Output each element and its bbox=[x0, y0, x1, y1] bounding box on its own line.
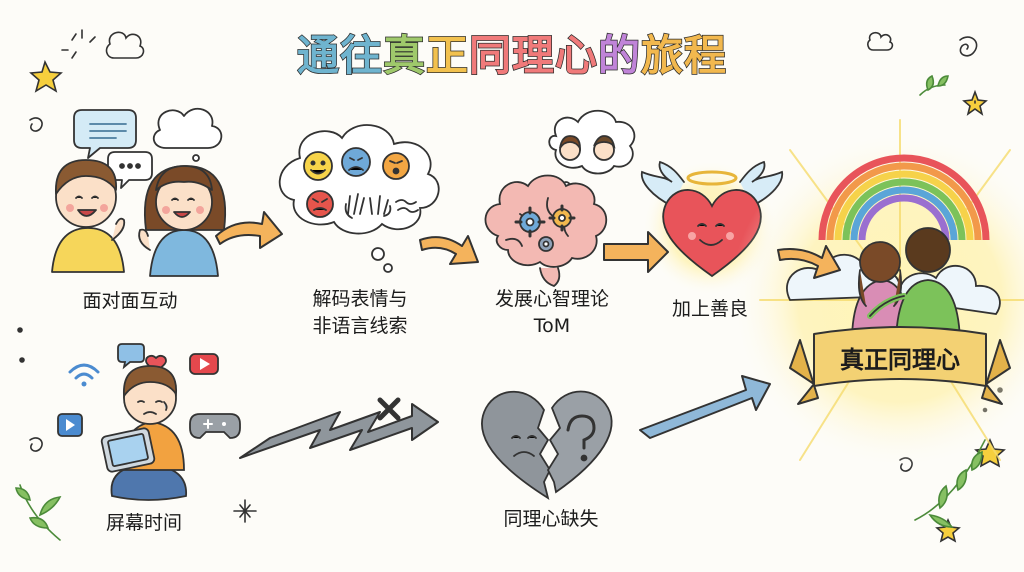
title-segment: 真 bbox=[382, 30, 426, 81]
emoji-angry-icon bbox=[306, 190, 334, 218]
thought-cloud-icon bbox=[152, 107, 223, 149]
face-to-face-illustration bbox=[51, 107, 226, 277]
title-segment: 同理心 bbox=[468, 30, 599, 81]
broken-heart-illustration bbox=[481, 390, 613, 500]
label-tom-line-1: 发展心智理论 bbox=[494, 288, 609, 310]
label-kindness: 加上善良 bbox=[671, 298, 748, 320]
diagram-title: 通往真正同理心的旅程 bbox=[0, 22, 1024, 83]
label-decode-line-1: 解码表情与 bbox=[312, 288, 408, 310]
hand-gesture-icon bbox=[369, 195, 392, 217]
label-screen-time: 屏幕时间 bbox=[105, 512, 182, 534]
true-empathy-banner bbox=[789, 326, 1011, 405]
tablet-icon bbox=[100, 427, 156, 473]
title-segment: 通往 bbox=[296, 30, 383, 81]
star-icon bbox=[29, 59, 63, 93]
brain-illustration bbox=[484, 109, 636, 288]
true-empathy-illustration bbox=[730, 119, 1024, 470]
banner-ribbon bbox=[813, 326, 987, 387]
question-mark-icon bbox=[566, 414, 596, 450]
flow-arrow-deficit bbox=[639, 375, 771, 439]
label-true-empathy: 真正同理心 bbox=[840, 346, 960, 374]
swirl-icon bbox=[29, 117, 43, 132]
decorations bbox=[15, 29, 1006, 543]
thought-cloud-icon bbox=[278, 124, 440, 235]
speech-bubble-icon bbox=[107, 151, 153, 189]
label-decode-line-2: 非语言线索 bbox=[312, 315, 408, 337]
gamepad-icon bbox=[189, 413, 241, 439]
cloud-doodle bbox=[105, 31, 145, 59]
dot-doodle bbox=[19, 357, 25, 363]
flow-arrow-1 bbox=[215, 211, 283, 249]
label-empathy-deficit: 同理心缺失 bbox=[503, 508, 599, 530]
brain-icon bbox=[484, 174, 608, 268]
speech-bubble-icon bbox=[73, 109, 137, 159]
emoji-angry-icon bbox=[382, 152, 410, 180]
label-tom-line-2: ToM bbox=[533, 315, 571, 337]
flow-arrow-4 bbox=[777, 245, 841, 279]
star-icon bbox=[935, 517, 961, 543]
wifi-icon bbox=[68, 363, 100, 380]
label-face-to-face: 面对面互动 bbox=[82, 290, 178, 312]
gear-icon bbox=[514, 206, 546, 238]
hand-gesture-icon bbox=[344, 193, 365, 219]
leaf-icon bbox=[914, 439, 986, 521]
title-segment: 正 bbox=[425, 30, 469, 81]
dot-doodle bbox=[17, 327, 23, 333]
emoji-sad-icon bbox=[341, 147, 371, 177]
flow-arrow-2 bbox=[419, 235, 479, 265]
flow-arrow-screen bbox=[239, 403, 439, 459]
gear-icon bbox=[538, 236, 554, 252]
halo-icon bbox=[686, 170, 738, 186]
sparkle-icon bbox=[61, 29, 96, 59]
thought-cloud-illustration bbox=[278, 124, 440, 273]
cross-icon bbox=[377, 397, 401, 421]
title-segment: 的 bbox=[597, 30, 642, 81]
flow-arrow-3 bbox=[603, 231, 669, 273]
sparkle-icon bbox=[233, 499, 257, 523]
cloud-doodle bbox=[867, 31, 894, 51]
swirl-icon bbox=[29, 437, 43, 452]
screen-time-illustration bbox=[57, 343, 241, 501]
swirl-icon bbox=[959, 36, 978, 57]
title-segment: 旅程 bbox=[640, 30, 728, 81]
broken-heart-icon bbox=[481, 390, 552, 500]
chat-bubble-icon bbox=[117, 343, 145, 370]
rainbow-icon bbox=[818, 154, 990, 241]
emoji-happy-icon bbox=[303, 151, 333, 181]
gear-icon bbox=[548, 204, 576, 232]
